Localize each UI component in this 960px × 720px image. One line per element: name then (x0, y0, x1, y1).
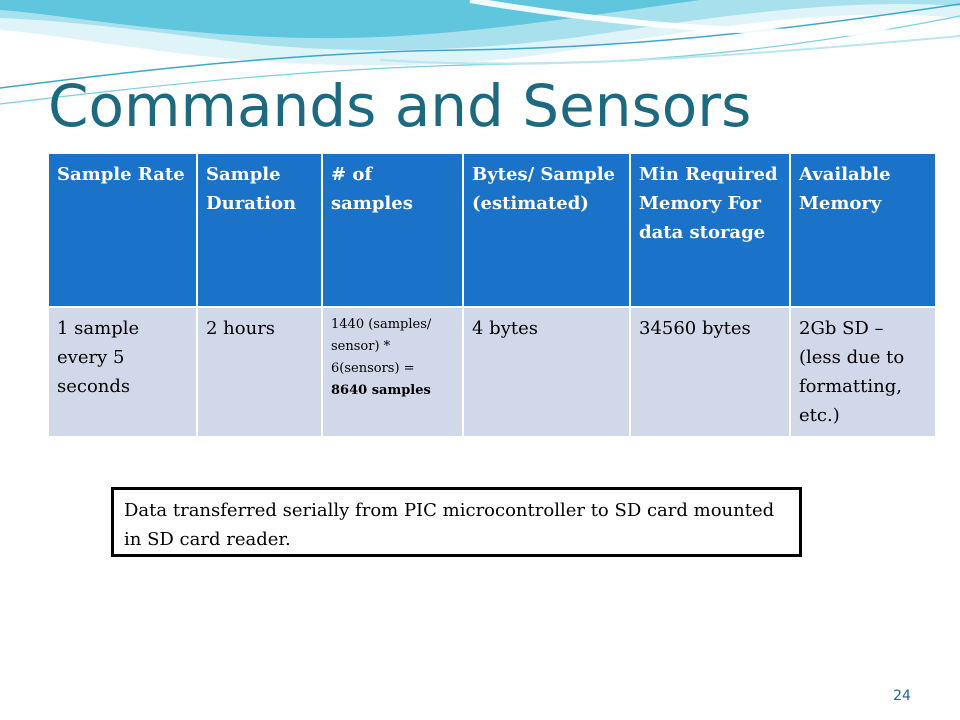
cell-sample-duration: 2 hours (196, 306, 323, 438)
header-available-memory: Available Memory (789, 152, 937, 308)
cell-num-samples: 1440 (samples/ sensor) * 6(sensors) = 86… (321, 306, 464, 438)
header-sample-duration: Sample Duration (196, 152, 323, 308)
data-transfer-note: Data transferred serially from PIC micro… (111, 487, 802, 557)
cell-sample-rate: 1 sample every 5 seconds (47, 306, 198, 438)
table-header-row: Sample Rate Sample Duration # of samples… (47, 152, 937, 308)
sensor-data-table: Sample Rate Sample Duration # of samples… (47, 152, 937, 438)
header-bytes-per-sample: Bytes/ Sample (estimated) (462, 152, 631, 308)
num-samples-result: 8640 samples (331, 383, 431, 398)
slide-title: Commands and Sensors (48, 72, 752, 140)
header-min-required-memory: Min Required Memory For data storage (629, 152, 791, 308)
header-sample-rate: Sample Rate (47, 152, 198, 308)
cell-bytes-per-sample: 4 bytes (462, 306, 631, 438)
header-num-samples: # of samples (321, 152, 464, 308)
cell-min-required-memory: 34560 bytes (629, 306, 791, 438)
decorative-wave-banner (0, 0, 960, 105)
page-number: 24 (893, 688, 911, 704)
cell-available-memory: 2Gb SD – (less due to formatting, etc.) (789, 306, 937, 438)
table-row: 1 sample every 5 seconds 2 hours 1440 (s… (47, 306, 937, 438)
num-samples-formula: 1440 (samples/ sensor) * 6(sensors) = (331, 317, 432, 376)
